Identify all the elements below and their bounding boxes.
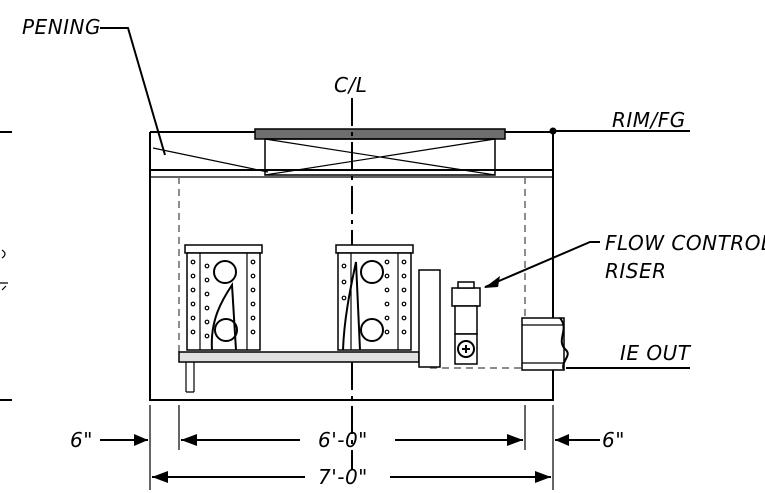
filter-cartridge-right (335, 244, 414, 351)
outer-width-dim: 7'-0" (318, 465, 368, 489)
flow-control-callout: FLOW CONTROL RISER (484, 231, 765, 288)
flow-control-riser (451, 281, 481, 365)
opening-label: PENING (22, 15, 101, 39)
inner-width-dim: 6'-0" (318, 428, 368, 452)
concrete-slab (178, 351, 420, 393)
ie-out-callout: IE OUT (566, 341, 692, 369)
flow-control-label-2: RISER (605, 259, 667, 283)
centerline-label: C/L (334, 73, 367, 97)
rim-label: RIM/FG (612, 108, 686, 132)
flow-control-label-1: FLOW CONTROL (605, 231, 765, 255)
wall-right-dim: 6" (602, 428, 625, 452)
left-edge-fragment (0, 131, 12, 401)
rim-callout: RIM/FG (549, 108, 690, 135)
opening-callout: PENING (22, 15, 269, 173)
wall-left-dim: 6" (70, 428, 93, 452)
filter-cartridge-left (184, 244, 263, 351)
outlet-pipe (521, 317, 569, 371)
dimension-lines (100, 405, 600, 490)
ie-out-label: IE OUT (620, 341, 692, 365)
access-lid (254, 128, 506, 176)
inner-wall-hidden-lines (178, 177, 526, 369)
baffle-wall (418, 269, 441, 368)
